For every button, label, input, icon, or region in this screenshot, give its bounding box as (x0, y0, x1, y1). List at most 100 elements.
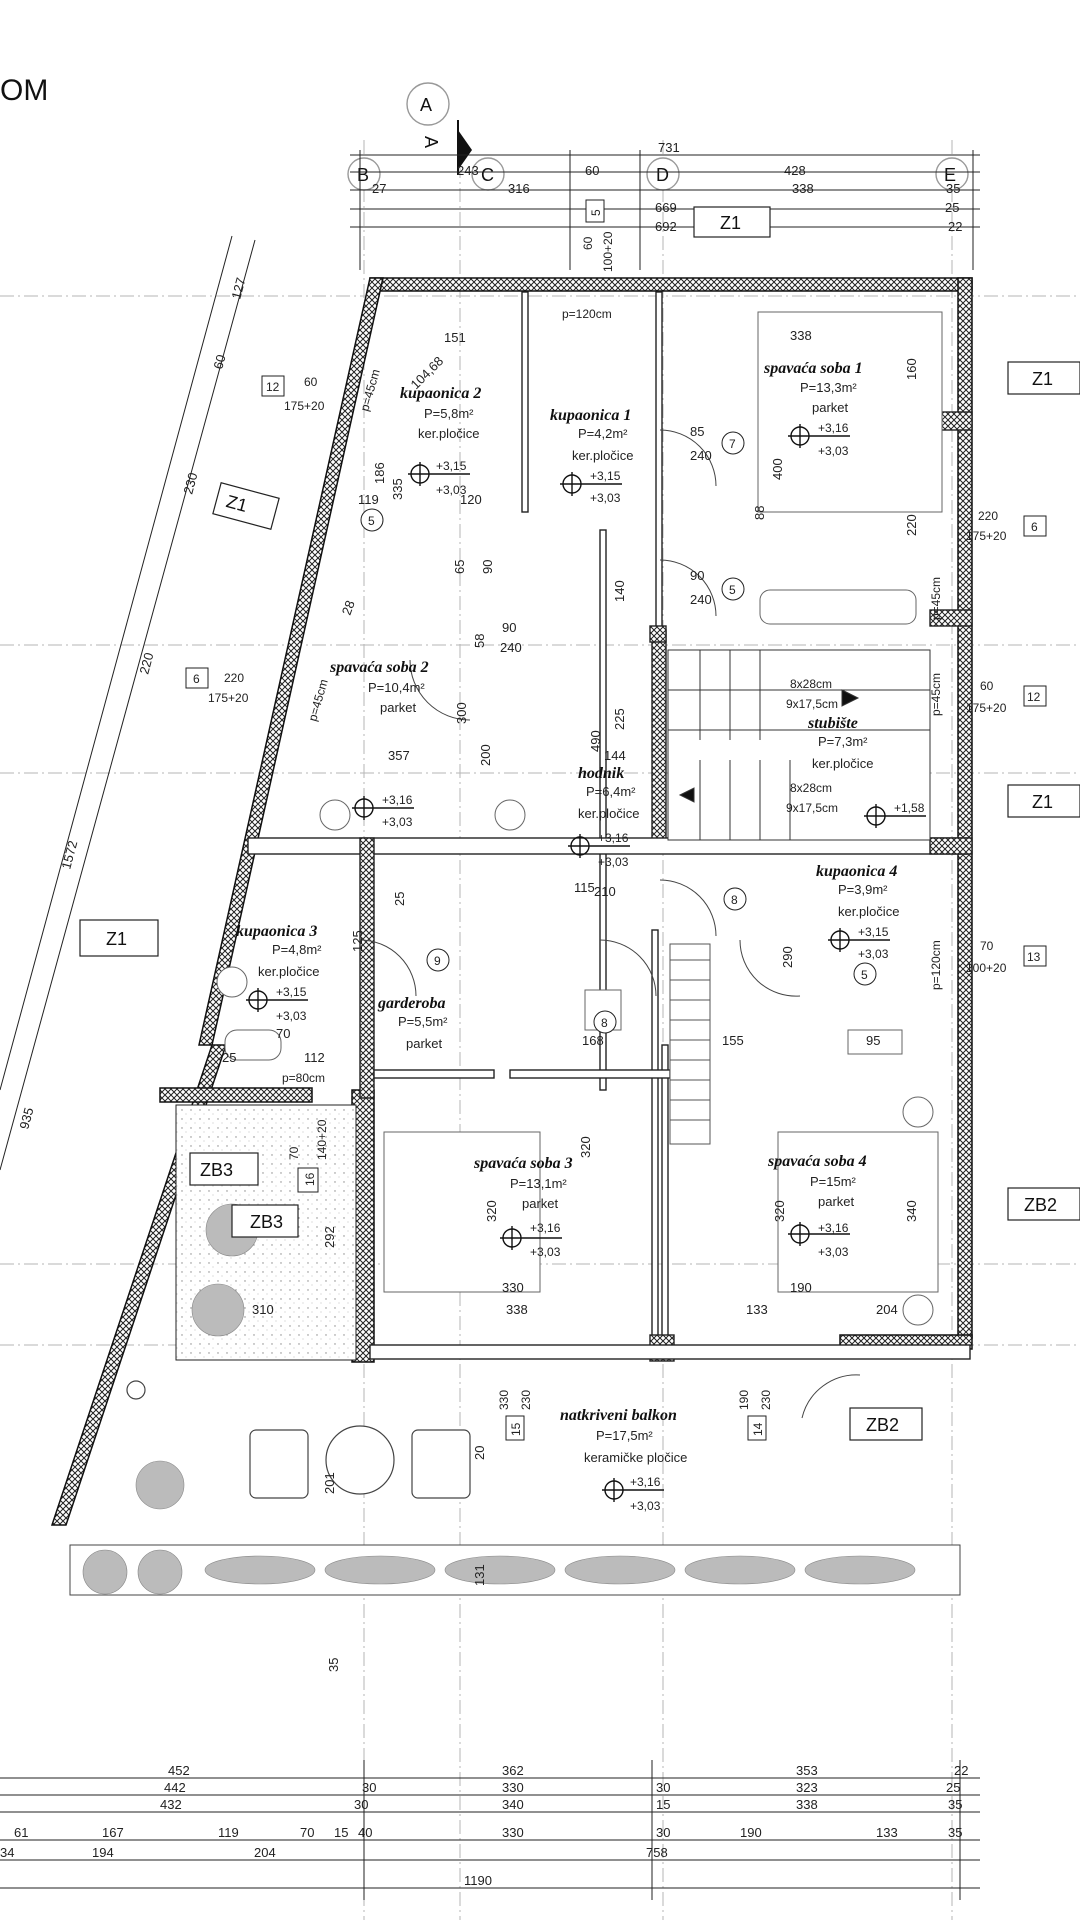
stair-note-3: 8x28cm (790, 781, 832, 795)
dim-240-c: 240 (690, 592, 712, 607)
dim-bottom-353: 353 (796, 1763, 818, 1778)
window-sill-5: 100+20 (601, 231, 615, 272)
dim-bottom-35-b: 35 (948, 1825, 962, 1840)
dim-top-60: 60 (585, 163, 599, 178)
room-name-kupaonica-3: kupaonica 3 (236, 923, 317, 940)
dim-diag-127: 127 (228, 276, 248, 301)
dim-71: 131 (472, 1564, 487, 1586)
room-area-spavaca-soba-4: P=15m² (810, 1174, 857, 1189)
level-top-spavaca-soba-2: +3,16 (382, 793, 413, 807)
room-name-stubiste: stubište (807, 715, 858, 732)
room-floor-garderoba: parket (406, 1036, 443, 1051)
door-swings (359, 429, 861, 1419)
room-name-garderoba: garderoba (377, 995, 446, 1012)
dim-top-428: 428 (784, 163, 806, 178)
dim-320-c: 340 (904, 1200, 919, 1222)
window-note-3: p=45cm (305, 678, 330, 723)
level-marker-symbols (246, 424, 926, 1502)
window-size-12-a: 60 (304, 375, 318, 389)
window-sill-6-a: 175+20 (208, 691, 249, 705)
interior-walls (247, 291, 973, 1362)
level-top-hodnik: +3,16 (598, 831, 629, 845)
room-name-spavaca-soba-1: spavaća soba 1 (763, 360, 863, 377)
level-bottom-spavaca-soba-3: +3,03 (530, 1245, 561, 1259)
room-floor-natkriveni-balkon: keramičke pločice (584, 1450, 687, 1465)
stair-note-1: 8x28cm (790, 677, 832, 691)
dim-300: 300 (454, 702, 469, 724)
dim-357: 357 (388, 748, 410, 763)
dim-338-a: 338 (790, 328, 812, 343)
window-size-15: 330 (497, 1390, 511, 1410)
door-code-5-a: 5 (729, 583, 736, 597)
window-size-14: 190 (737, 1390, 751, 1410)
level-bottom-kupaonica-4: +3,03 (858, 947, 889, 961)
top-dimensions (350, 150, 980, 270)
dim-207: 70 (276, 1026, 290, 1041)
window-note-7: p=80cm (282, 1071, 325, 1085)
level-top-kupaonica-1: +3,15 (590, 469, 621, 483)
window-sill-12-b: 175+20 (966, 701, 1007, 715)
axis-label-c: C (481, 165, 494, 185)
window-sill-13: 100+20 (966, 961, 1007, 975)
wardrobe-slats (669, 943, 711, 1145)
room-floor-kupaonica-3: ker.pločice (258, 964, 319, 979)
window-code-13: 13 (1027, 950, 1041, 964)
dim-bottom-15-b: 15 (334, 1825, 348, 1840)
dim-diag-935: 935 (16, 1106, 36, 1131)
axis-label-d: D (656, 165, 669, 185)
room-area-spavaca-soba-1: P=13,3m² (800, 380, 857, 395)
dim-240-b: 240 (690, 448, 712, 463)
dim-330-a: 338 (506, 1302, 528, 1317)
dim-bottom-30-a: 30 (362, 1780, 376, 1795)
room-floor-kupaonica-1: ker.pločice (572, 448, 633, 463)
dim-290: 290 (780, 946, 795, 968)
dim-338-b: 190 (790, 1280, 812, 1295)
dim-top-35: 35 (946, 181, 960, 196)
dim-bottom-40: 40 (358, 1825, 372, 1840)
window-size-16: 70 (287, 1146, 301, 1160)
window-size-5: 60 (581, 236, 595, 250)
level-top-kupaonica-3: +3,15 (276, 985, 307, 999)
tag-zb3-1: ZB3 (200, 1160, 233, 1180)
window-code-15: 15 (509, 1422, 523, 1436)
dim-28: 28 (339, 598, 358, 617)
window-sill-16: 140+20 (315, 1119, 329, 1160)
dim-201: 20 (472, 1446, 487, 1460)
room-name-kupaonica-2: kupaonica 2 (400, 385, 481, 402)
room-area-kupaonica-1: P=4,2m² (578, 426, 628, 441)
dim-335: 335 (390, 478, 405, 500)
axis-bubble-a (406, 82, 450, 126)
window-sill-15: 230 (519, 1390, 533, 1410)
window-size-6-b: 220 (978, 509, 998, 523)
dim-160: 160 (904, 358, 919, 380)
room-name-kupaonica-4: kupaonica 4 (816, 863, 897, 880)
window-note-4: p=45cm (929, 577, 943, 620)
window-code-6-b: 6 (1031, 520, 1038, 534)
section-arrow (458, 130, 472, 170)
room-name-natkriveni-balkon: natkriveni balkon (560, 1407, 677, 1424)
window-sill-12-a: 175+20 (284, 399, 325, 413)
dim-210-a: 210 (594, 884, 616, 899)
dim-320-b: 320 (772, 1200, 787, 1222)
dim-bottom-340: 340 (502, 1797, 524, 1812)
dim-bottom-323: 323 (796, 1780, 818, 1795)
dim-310: 292 (322, 1226, 337, 1248)
level-top-spavaca-soba-1: +3,16 (818, 421, 849, 435)
dim-bottom-35-a: 35 (948, 1797, 962, 1812)
level-top-spavaca-soba-3: +3,16 (530, 1221, 561, 1235)
dim-bottom-15: 15 (656, 1797, 670, 1812)
room-floor-spavaca-soba-4: parket (818, 1194, 855, 1209)
level-top-kupaonica-4: +3,15 (858, 925, 889, 939)
dim-85: 85 (690, 424, 704, 439)
dim-bottom-194: 194 (92, 1845, 114, 1860)
door-code-8-b: 8 (601, 1016, 608, 1030)
tag-z1-right-1: Z1 (1032, 369, 1053, 389)
dim-bottom-190: 190 (740, 1825, 762, 1840)
dim-bottom-442: 442 (164, 1780, 186, 1795)
room-floor-kupaonica-4: ker.pločice (838, 904, 899, 919)
page-heading: OM (0, 74, 49, 107)
planter-plants (82, 1203, 916, 1595)
level-bottom-kupaonica-1: +3,03 (590, 491, 621, 505)
dim-bottom-167: 167 (102, 1825, 124, 1840)
level-bottom-spavaca-soba-2: +3,03 (382, 815, 413, 829)
